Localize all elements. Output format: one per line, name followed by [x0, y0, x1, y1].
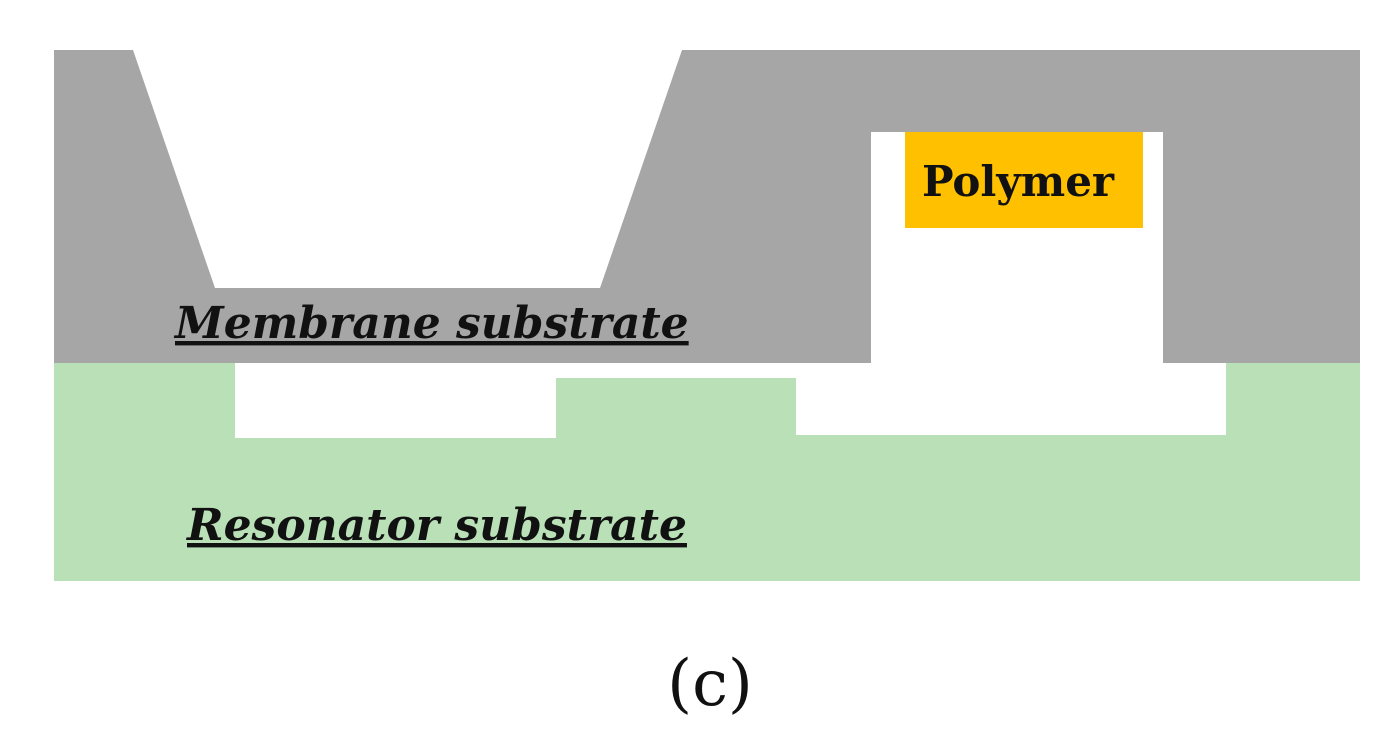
polymer-block: [905, 132, 1143, 228]
figure-caption: (c): [667, 647, 753, 721]
resonator-cavity-left: [235, 363, 556, 438]
membrane-substrate-label: Membrane substrate: [173, 298, 689, 349]
resonator-substrate-label: Resonator substrate: [185, 500, 687, 551]
resonator-cavity-middle-gap: [556, 363, 796, 378]
resonator-cavity-right: [796, 363, 1226, 435]
polymer-label: Polymer: [922, 157, 1115, 206]
